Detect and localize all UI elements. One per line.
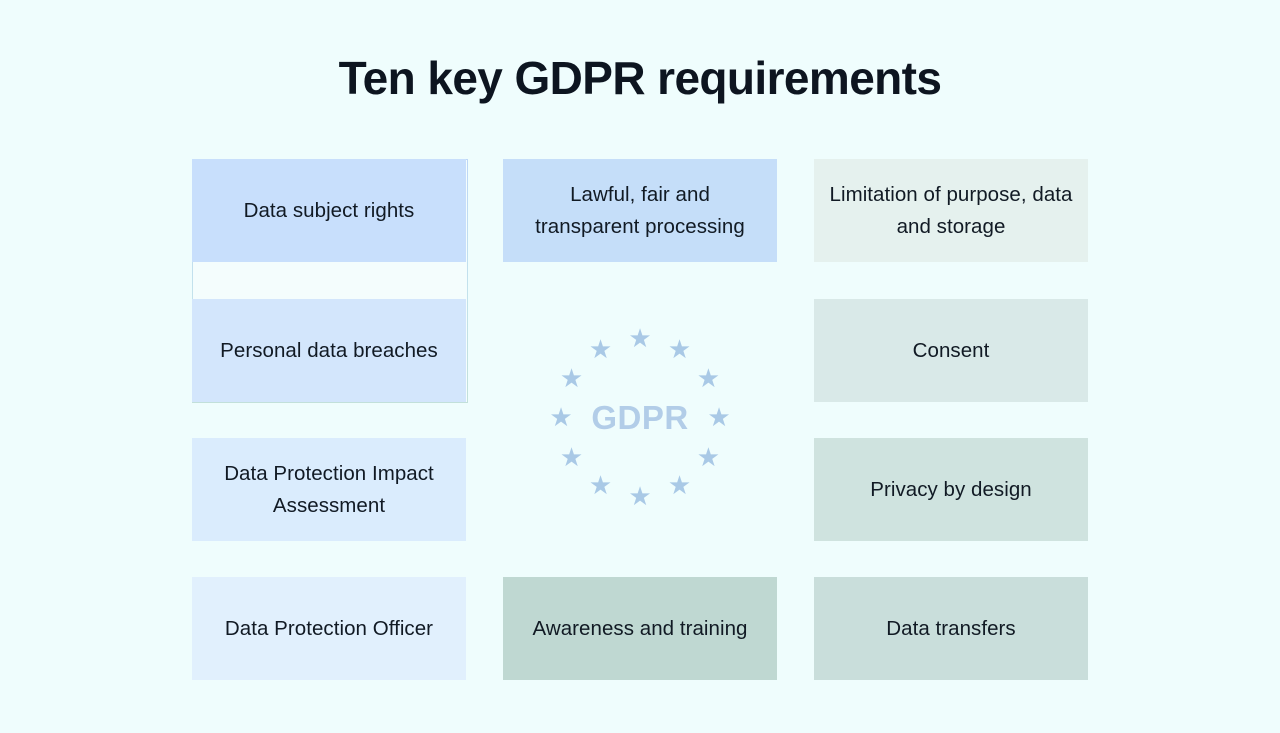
tile-label: Awareness and training [532, 616, 748, 640]
tile-lawful-fair-transparent[interactable]: Lawful, fair and transparent processing [503, 159, 777, 262]
tile-data-protection-impact-assessment[interactable]: Data Protection Impact Assessment [192, 438, 466, 541]
tile-limitation-purpose-data-storage[interactable]: Limitation of purpose, data and storage [814, 159, 1088, 262]
tile-data-protection-officer[interactable]: Data Protection Officer [192, 577, 466, 680]
requirements-grid: Data subject rights Lawful, fair and tra… [192, 159, 1088, 680]
tile-personal-data-breaches[interactable]: Personal data breaches [192, 299, 466, 402]
tile-label: Data Protection Officer [224, 616, 434, 640]
tile-label: Lawful, fair and transparent processing [535, 183, 745, 238]
page-title: Ten key GDPR requirements [338, 52, 942, 104]
tile-awareness-and-training[interactable]: Awareness and training [503, 577, 777, 680]
tile-label: Data subject rights [243, 198, 415, 222]
tile-label: Data Protection Impact Assessment [224, 462, 434, 517]
tile-privacy-by-design[interactable]: Privacy by design [814, 438, 1088, 541]
gdpr-logo-text: GDPR [591, 399, 689, 436]
tile-label: Privacy by design [870, 477, 1032, 501]
eu-stars-ring: ★★★★★★★★★★★★GDPR [549, 323, 731, 511]
tile-label: Data transfers [886, 616, 1016, 640]
tile-consent[interactable]: Consent [814, 299, 1088, 402]
tile-label: Personal data breaches [220, 338, 438, 362]
tile-label: Limitation of purpose, data and storage [829, 183, 1073, 238]
tile-label: Consent [912, 338, 990, 362]
tile-data-subject-rights[interactable]: Data subject rights [192, 159, 466, 262]
tile-data-transfers[interactable]: Data transfers [814, 577, 1088, 680]
